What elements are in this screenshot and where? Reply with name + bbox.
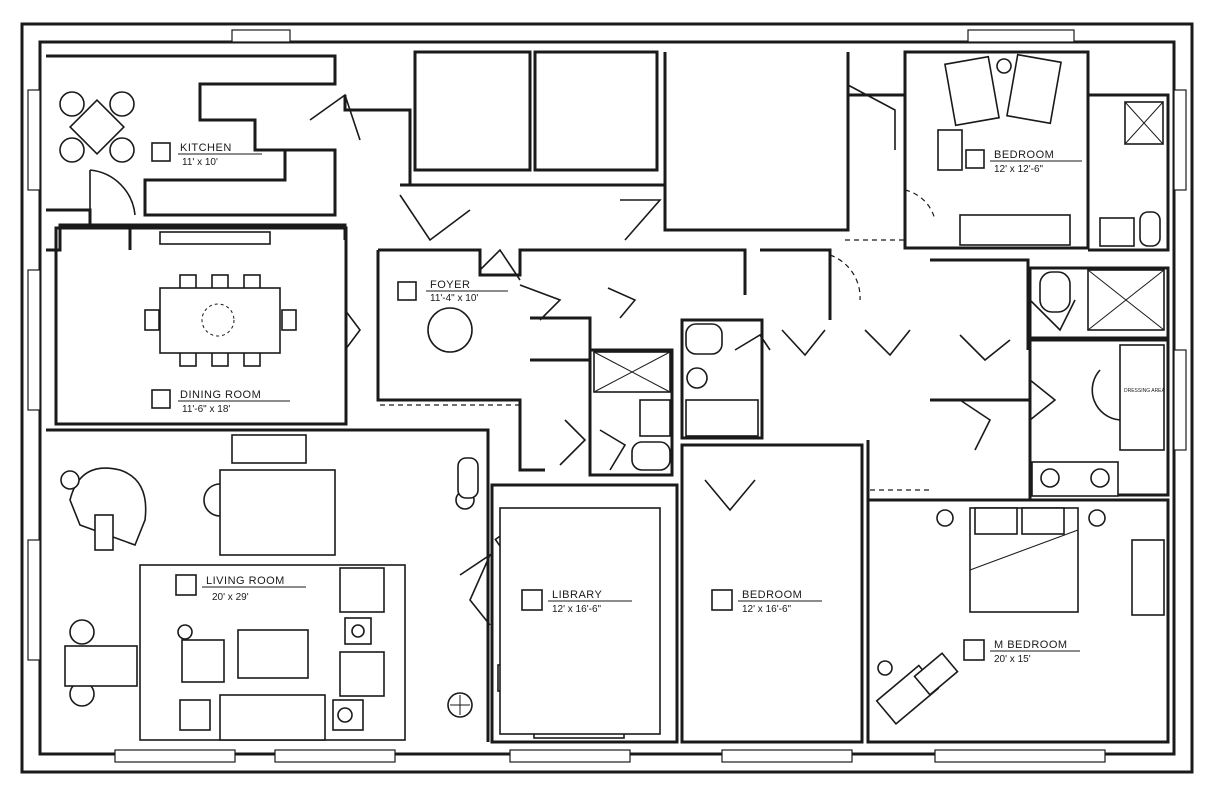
library-furniture	[494, 507, 661, 739]
room-label-bedroom-ne: BEDROOM 12' x 12'-6"	[965, 149, 1082, 175]
living-name: LIVING ROOM	[206, 575, 285, 587]
room-label-bedroom-center: BEDROOM 12' x 16'-6"	[711, 589, 822, 615]
kitchen-name: KITCHEN	[180, 142, 232, 154]
library-name: LIBRARY	[552, 589, 603, 601]
kitchen-table	[59, 91, 135, 163]
bedroom-ne-dims: 12' x 12'-6"	[994, 164, 1044, 175]
master-bed	[875, 507, 1165, 725]
bath-fixtures	[593, 269, 1165, 497]
living-room-furniture	[60, 434, 479, 741]
room-label-living: LIVING ROOM 20' x 29'	[175, 574, 306, 603]
living-dims: 20' x 29'	[212, 592, 249, 603]
foyer-round-table	[427, 307, 473, 353]
bedroom-center-dims: 12' x 16'-6"	[742, 604, 792, 615]
master-dims: 20' x 15'	[994, 654, 1031, 665]
windows	[27, 29, 1187, 763]
room-label-library: LIBRARY 12' x 16'-6"	[521, 589, 632, 615]
bedroom-center-name: BEDROOM	[742, 589, 802, 601]
room-label-master: M BEDROOM 20' x 15'	[963, 639, 1080, 665]
door-swings	[89, 84, 1121, 626]
foyer-dims: 11'-4" x 10'	[430, 293, 478, 304]
room-label-kitchen: KITCHEN 11' x 10'	[151, 142, 262, 168]
room-label-dining: DINING ROOM 11'-6" x 18'	[151, 389, 290, 415]
library-dims: 12' x 16'-6"	[552, 604, 602, 615]
interior-walls	[46, 50, 1170, 744]
kitchen-dims: 11' x 10'	[182, 157, 218, 168]
bedroom-ne-name: BEDROOM	[994, 149, 1054, 161]
foyer-name: FOYER	[430, 279, 470, 291]
dining-name: DINING ROOM	[180, 389, 261, 401]
bedroom-twin-beds	[937, 53, 1164, 247]
dining-table	[144, 231, 297, 367]
dressing-area-label: DRESSING AREA	[1124, 388, 1166, 394]
dining-dims: 11'-6" x 18'	[182, 404, 230, 415]
room-label-foyer: FOYER 11'-4" x 10'	[397, 279, 508, 304]
master-name: M BEDROOM	[994, 639, 1068, 651]
